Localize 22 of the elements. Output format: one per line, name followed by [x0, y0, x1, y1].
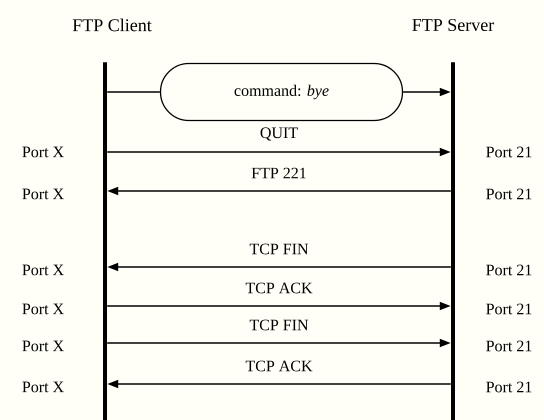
node-label: FTP Server	[412, 18, 494, 32]
port-label: Port 21	[486, 382, 532, 392]
port-label: Port 21	[486, 340, 532, 352]
port-label: Port 21	[486, 188, 532, 200]
edge-label: FTP 221	[252, 168, 306, 178]
port-label: Port 21	[486, 146, 532, 158]
port-label: Port X	[22, 188, 64, 200]
edge-label: TCP FIN	[250, 244, 308, 254]
port-label: Port 21	[486, 304, 532, 314]
edge-label: QUIT	[260, 127, 298, 141]
port-label: Port 21	[486, 264, 532, 276]
lifeline: FTP Client	[72, 18, 152, 420]
edge-label: TCP ACK	[246, 360, 312, 372]
node-label: FTP Client	[72, 18, 152, 32]
port-label: Port X	[22, 340, 64, 352]
port-label: Port X	[22, 382, 64, 392]
command-box: command: bye	[160, 62, 404, 122]
edge-label: TCP FIN	[250, 320, 308, 330]
port-label: Port X	[22, 304, 64, 314]
port-label: Port X	[22, 146, 64, 158]
edge-label: TCP ACK	[246, 282, 312, 294]
port-label: Port X	[22, 264, 64, 276]
